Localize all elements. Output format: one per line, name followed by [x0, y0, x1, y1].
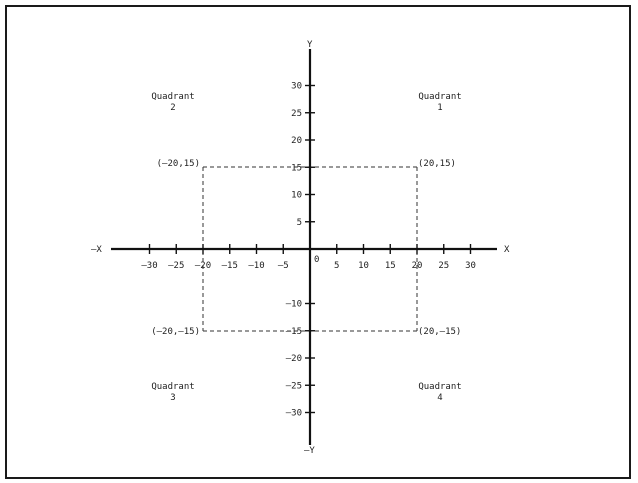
x-tick-label: 25 — [438, 261, 449, 271]
x-tick-label: –20 — [195, 261, 211, 271]
x-axis-ticks: –30 –25 –20 –15 –10 –5 5 10 15 20 25 30 — [141, 244, 476, 271]
origin-label: 0 — [314, 255, 319, 265]
x-negative-label: –X — [91, 245, 102, 255]
y-axis-ticks: 30 25 20 15 10 5 –10 –15 –20 –25 –30 — [286, 82, 315, 419]
y-tick-label: –20 — [286, 354, 302, 364]
quadrant-4-number: 4 — [437, 393, 442, 403]
quadrant-4-title: Quadrant — [418, 382, 461, 392]
x-tick-label: 10 — [358, 261, 369, 271]
quadrant-2-number: 2 — [170, 103, 175, 113]
quadrant-1-title: Quadrant — [418, 92, 461, 102]
y-tick-label: 30 — [291, 82, 302, 92]
x-tick-label: –5 — [278, 261, 289, 271]
x-tick-label: 30 — [465, 261, 476, 271]
y-tick-label: –30 — [286, 409, 302, 419]
x-tick-label: –15 — [222, 261, 238, 271]
y-tick-label: 5 — [297, 218, 302, 228]
quadrant-1-label: Quadrant 1 — [418, 92, 461, 113]
x-tick-label: 5 — [334, 261, 339, 271]
x-tick-label: –30 — [141, 261, 157, 271]
y-tick-label: –15 — [286, 327, 302, 337]
quadrant-2-label: Quadrant 2 — [151, 92, 194, 113]
y-tick-label: 20 — [291, 136, 302, 146]
y-negative-label: –Y — [304, 446, 315, 456]
point-label-q4: (20,–15) — [418, 327, 461, 337]
quadrant-1-number: 1 — [437, 103, 442, 113]
quadrant-3-label: Quadrant 3 — [151, 382, 194, 403]
x-tick-label: 20 — [412, 261, 423, 271]
point-label-q3: (–20,–15) — [151, 327, 200, 337]
y-tick-label: 25 — [291, 109, 302, 119]
quadrant-2-title: Quadrant — [151, 92, 194, 102]
point-label-q2: (–20,15) — [157, 159, 200, 169]
quadrant-4-label: Quadrant 4 — [418, 382, 461, 403]
x-positive-label: X — [504, 245, 510, 255]
y-tick-label: –10 — [286, 300, 302, 310]
quadrant-3-number: 3 — [170, 393, 175, 403]
y-tick-label: –25 — [286, 381, 302, 391]
y-positive-label: Y — [307, 40, 313, 50]
x-tick-label: –25 — [168, 261, 184, 271]
y-tick-label: 10 — [291, 191, 302, 201]
quadrant-3-title: Quadrant — [151, 382, 194, 392]
x-tick-label: –10 — [248, 261, 264, 271]
x-tick-label: 15 — [385, 261, 396, 271]
point-label-q1: (20,15) — [418, 159, 456, 169]
y-tick-label: 15 — [291, 163, 302, 173]
